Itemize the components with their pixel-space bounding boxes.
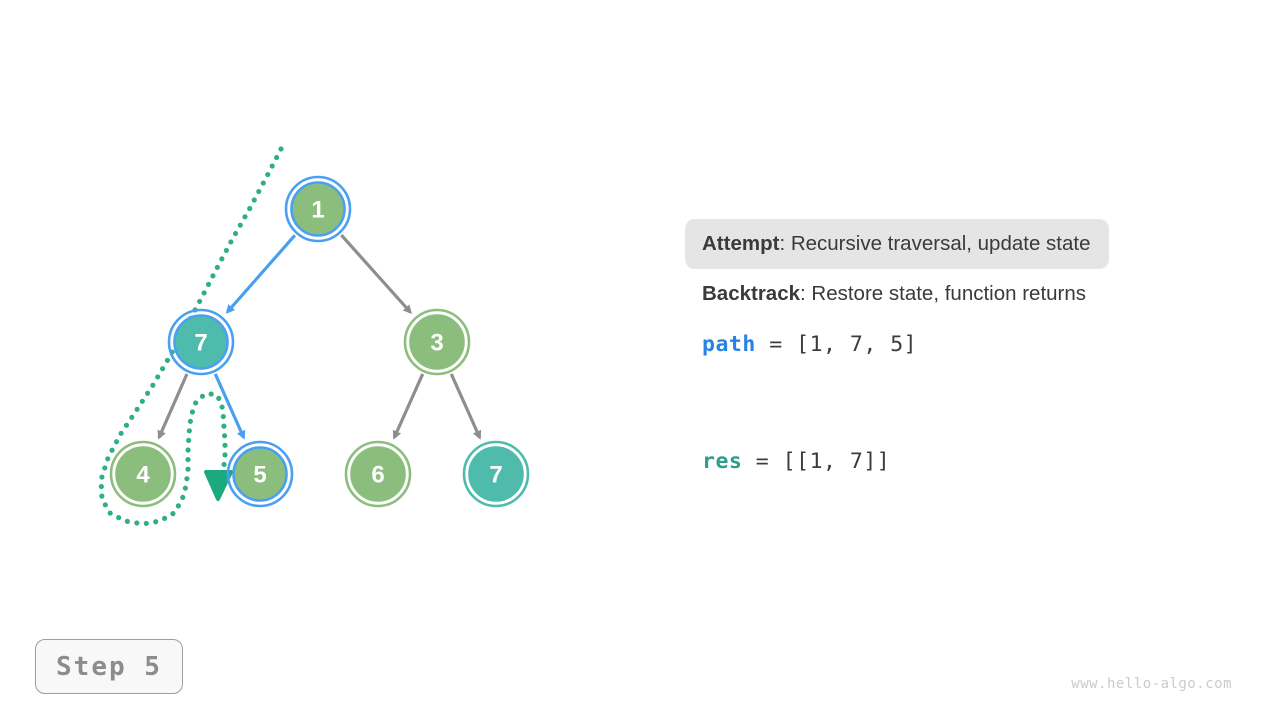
- tree-edge: [225, 234, 297, 314]
- tree-node-value: 4: [136, 462, 150, 489]
- traversal-direction-marker: [204, 470, 233, 501]
- tree-node-7: 7: [462, 440, 530, 508]
- tree-edge: [340, 234, 412, 315]
- binary-tree-diagram: 1 7 3 4 5 6 7: [98, 146, 530, 527]
- res-value: = [[1, 7]]: [755, 449, 891, 474]
- tree-node-4: 4: [109, 440, 177, 508]
- path-state-line: path = [1, 7, 5]: [702, 332, 917, 357]
- tree-node-value: 3: [430, 330, 443, 357]
- tree-edge: [392, 373, 425, 440]
- step-label: Step 5: [56, 651, 162, 682]
- res-state-line: res = [[1, 7]]: [702, 449, 890, 474]
- tree-node-6: 6: [344, 440, 412, 508]
- path-value: = [1, 7, 5]: [769, 332, 918, 357]
- res-variable: res: [702, 449, 743, 474]
- tree-edge: [157, 373, 189, 440]
- step-badge: Step 5: [35, 639, 183, 694]
- backtrack-label: Backtrack: [702, 282, 801, 305]
- attempt-text: : Recursive traversal, update state: [779, 232, 1091, 255]
- tree-edge: [213, 373, 246, 440]
- tree-node-value: 7: [489, 462, 502, 489]
- tree-node-3: 3: [403, 308, 471, 376]
- backtrack-legend: Backtrack: Restore state, function retur…: [702, 281, 1086, 307]
- watermark: www.hello-algo.com: [1071, 676, 1232, 692]
- backtrack-text: : Restore state, function returns: [800, 282, 1087, 305]
- tree-node-5: 5: [226, 440, 294, 508]
- attempt-legend: Attempt: Recursive traversal, update sta…: [685, 219, 1109, 269]
- tree-node-value: 7: [194, 330, 207, 357]
- tree-node-1: 1: [284, 175, 352, 243]
- path-variable: path: [702, 332, 756, 357]
- tree-node-value: 6: [371, 462, 384, 489]
- tree-edge: [449, 373, 482, 440]
- tree-node-value: 5: [253, 462, 266, 489]
- tree-node-value: 1: [311, 197, 324, 224]
- tree-node-7: 7: [167, 308, 235, 376]
- attempt-label: Attempt: [702, 232, 780, 255]
